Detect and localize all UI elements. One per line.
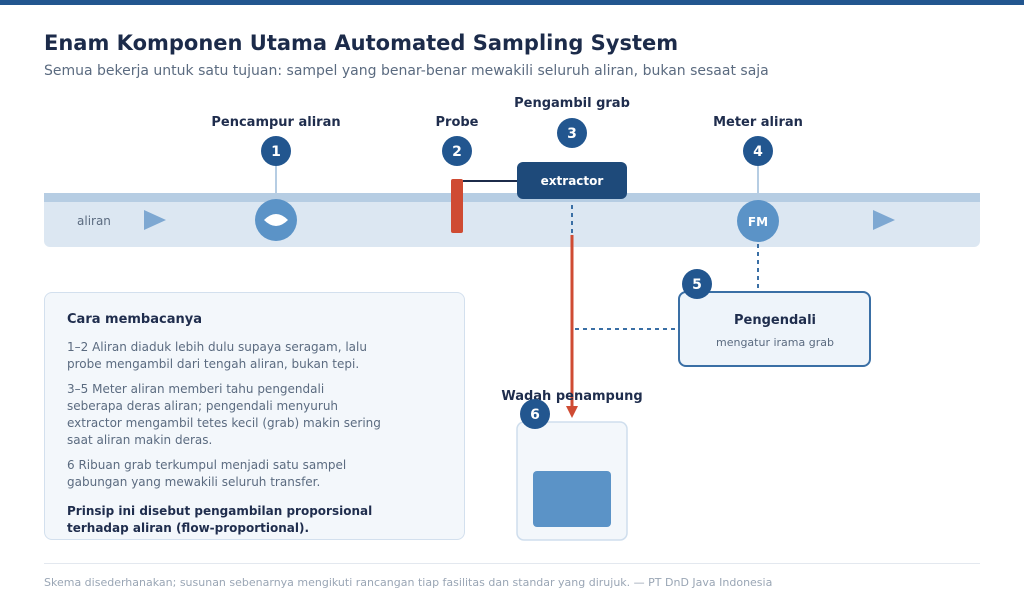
controller-box [678,291,871,367]
flow-arrow-left-icon [144,210,166,230]
pipe-top-edge [44,193,980,202]
pipe-label: aliran [77,214,111,228]
legend-principle: Prinsip ini disebut pengambilan proporsi… [67,504,373,535]
top-accent-bar [0,0,1024,5]
flow-arrow-right-icon [873,210,895,230]
mixer-badge [261,136,291,166]
receiver-label: Wadah penampung [501,389,642,404]
legend-card: Cara membacanya 1–2 Aliran diaduk lebih … [44,292,465,540]
extractor-box [517,162,627,199]
receiver-content [533,471,611,527]
controller-badge [682,269,712,299]
flow-meter-icon [737,200,779,242]
page-subtitle: Semua bekerja untuk satu tujuan: sampel … [44,63,769,79]
probe-label: Probe [436,115,479,130]
footer-divider [44,563,980,564]
mixer-number: 1 [271,144,281,160]
controller-desc: mengatur irama grab [716,336,834,349]
meter-number: 4 [753,144,763,160]
component-receiver: Wadah penampung 6 [501,389,643,541]
legend-paragraph-3: 6 Ribuan grab terkumpul menjadi satu sam… [67,458,347,489]
grab-number: 3 [567,126,577,142]
meter-label: Meter aliran [713,115,803,130]
mixer-label: Pencampur aliran [211,115,340,130]
flow-pipe: aliran [44,193,980,247]
component-meter: Meter aliran 4 FM [713,115,803,292]
footer-note: Skema disederhanakan; susunan sebenarnya… [44,576,773,589]
probe-number: 2 [452,144,462,160]
controller-number: 5 [692,277,702,293]
probe-body [451,179,463,233]
extractor-label: extractor [541,174,604,188]
component-probe: Probe 2 [436,115,517,233]
component-grab: Pengambil grab 3 extractor [514,96,630,418]
probe-badge [442,136,472,166]
page-title: Enam Komponen Utama Automated Sampling S… [44,31,679,55]
grab-label: Pengambil grab [514,96,630,111]
legend-title: Cara membacanya [67,312,202,327]
component-mixer: Pencampur aliran 1 [211,115,341,241]
legend-paragraph-1: 1–2 Aliran diaduk lebih dulu supaya sera… [67,340,367,371]
grab-badge [557,118,587,148]
receiver-badge [520,399,550,429]
component-controller: Pengendali mengatur irama grab 5 [575,269,871,367]
meter-badge [743,136,773,166]
legend-paragraph-2: 3–5 Meter aliran memberi tahu pengendali… [67,382,381,447]
controller-title: Pengendali [734,313,816,328]
receiver-number: 6 [530,407,540,423]
mixer-eye-icon [264,214,288,226]
flow-meter-symbol: FM [748,215,768,229]
